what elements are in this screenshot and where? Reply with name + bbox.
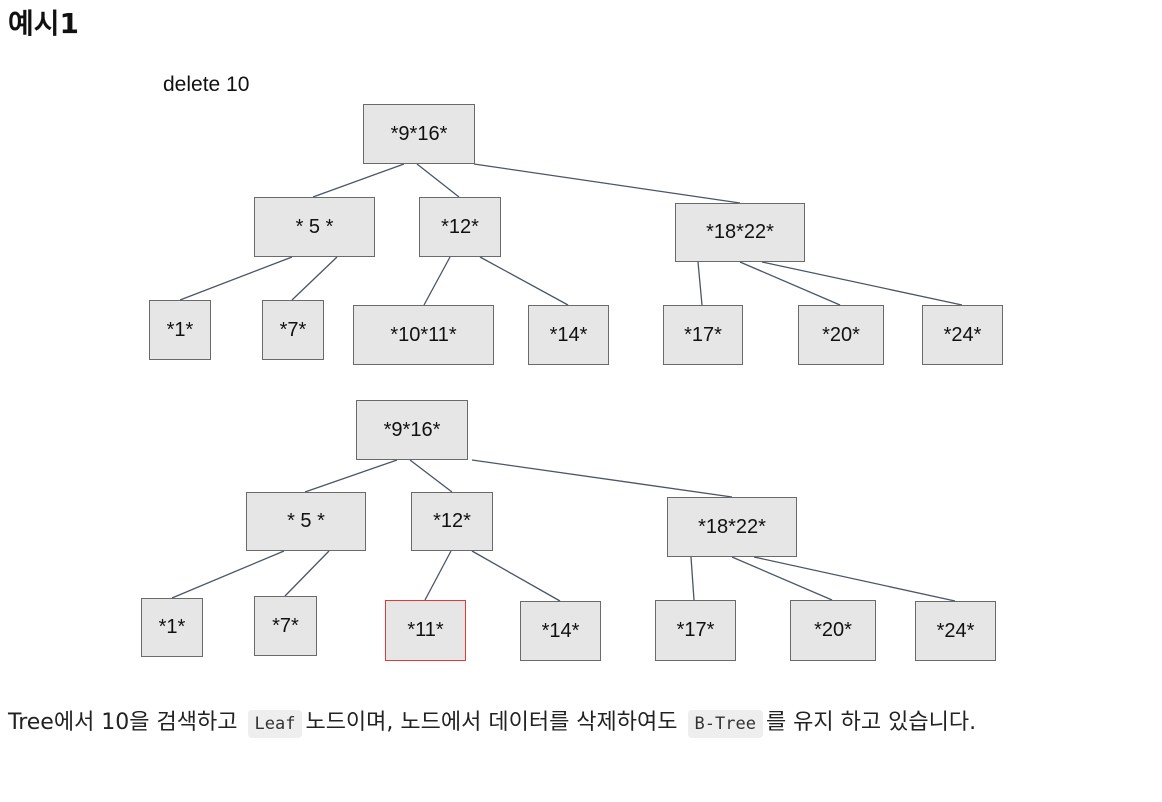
edge-after-root-n5 [304, 459, 398, 493]
inline-code-leaf: Leaf [247, 710, 303, 738]
edge-before-n5-l1 [179, 256, 293, 301]
before-root-node: *9*16* [363, 104, 475, 164]
edge-before-n12-l14 [479, 256, 569, 306]
diagram-caption: delete 10 [163, 73, 250, 96]
edge-before-n18-l17 [697, 261, 703, 306]
edge-after-n18-l17 [690, 556, 695, 601]
edge-after-n5-l7 [284, 550, 330, 597]
after-leaf-14: *14* [520, 601, 601, 661]
after-leaf-1: *1* [141, 598, 203, 657]
edge-before-n18-l24 [761, 261, 963, 306]
edge-after-root-n12 [409, 459, 453, 493]
before-leaf-10-11: *10*11* [353, 305, 494, 365]
paragraph-text-1: Tree에서 10을 검색하고 [8, 710, 238, 735]
edge-after-n12-l11 [424, 550, 452, 601]
after-node-18-22: *18*22* [667, 497, 797, 557]
before-node-5: * 5 * [254, 197, 375, 257]
after-node-12: *12* [411, 492, 493, 551]
paragraph-text-3: 를 유지 하고 있습니다. [765, 710, 977, 735]
after-leaf-7: *7* [254, 596, 317, 656]
after-root-node: *9*16* [356, 400, 468, 460]
after-leaf-17: *17* [655, 600, 736, 661]
edge-before-root-n12 [416, 163, 460, 198]
before-leaf-20: *20* [798, 305, 884, 365]
edge-after-n18-l20 [731, 556, 833, 601]
paragraph-text-2: 노드이며, 노드에서 데이터를 삭제하여도 [305, 710, 678, 735]
edge-after-n5-l1 [171, 550, 285, 599]
before-node-18-22: *18*22* [675, 203, 805, 262]
edge-after-n18-l24 [753, 556, 956, 602]
section-heading: 예시1 [8, 7, 80, 40]
before-leaf-1: *1* [149, 300, 211, 360]
before-leaf-24: *24* [922, 305, 1003, 365]
after-node-5: * 5 * [246, 492, 366, 551]
tree-edges [171, 163, 963, 602]
after-leaf-11-highlighted: *11* [385, 600, 466, 661]
after-leaf-20: *20* [790, 600, 876, 661]
btree-deletion-diagram: delete 10 *9*16* * 5 * *12* *18*22* *1* … [141, 73, 1003, 661]
before-leaf-17: *17* [663, 305, 743, 365]
edge-after-n12-l14 [471, 550, 561, 602]
inline-code-btree: B-Tree [687, 710, 763, 738]
edge-before-n18-l20 [739, 261, 841, 306]
before-leaf-7: *7* [262, 300, 324, 360]
edge-before-n12-l10 [423, 256, 451, 306]
edge-before-n5-l7 [291, 256, 338, 301]
after-leaf-24: *24* [915, 601, 996, 661]
before-leaf-14: *14* [528, 305, 609, 365]
before-node-12: *12* [419, 197, 501, 257]
edge-before-root-n18 [473, 163, 741, 204]
edge-before-root-n5 [312, 163, 405, 198]
edge-after-root-n18 [471, 459, 733, 498]
